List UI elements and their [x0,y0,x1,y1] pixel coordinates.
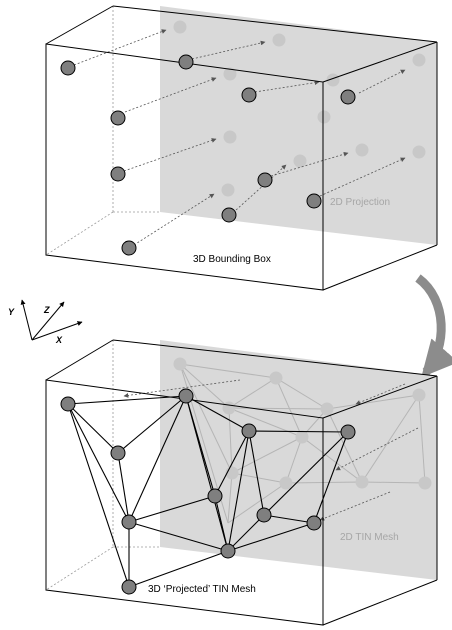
node-3d [221,207,237,223]
axes-indicator [20,299,83,341]
node-3d [306,193,322,209]
projection-arrow [235,164,287,211]
top-box-back-edges [45,6,160,256]
tin-3d-node [60,396,76,412]
projected-node [412,145,426,159]
tin-2d-node [173,357,187,371]
node-3d [257,172,273,188]
projection-arrow [358,69,406,94]
projected-node [223,67,237,81]
back-projection-arrow [335,427,419,471]
projected-node [317,110,331,124]
tin-3d-node [256,507,272,523]
axis-label-x: X [55,335,63,345]
tin-2d-node [412,388,426,402]
projection-arrow [270,151,349,177]
bottom-3d-tin-nodes [60,388,356,595]
projection-arrow [319,157,406,197]
back-projection-arrow [355,383,406,405]
top-box-label: 3D Bounding Box [193,254,271,265]
top-3d-nodes [60,54,356,256]
tin-3d-node [110,445,126,461]
node-3d [110,110,126,126]
tin-2d-node [269,371,283,385]
projected-node [293,154,307,168]
node-3d [110,166,126,182]
back-projection-arrow [319,491,391,521]
node-3d [60,60,76,76]
projected-node [412,53,426,67]
z-axis-arrow [31,301,65,341]
projection-arrow [73,29,167,66]
node-3d [121,240,137,256]
top-plane-label: 2D Projection [330,197,390,208]
y-axis-arrow [20,299,33,341]
node-3d [178,54,194,70]
projected-node [173,20,187,34]
bottom-2d-tin-edges [179,363,426,524]
projection-arrow [191,40,266,60]
projection-arrow [124,77,217,113]
bottom-plane-label: 2D TIN Mesh [340,532,399,543]
tin-2d-node [295,430,309,444]
projection-arrow [254,80,320,93]
tin-2d-node [418,476,432,490]
tin-3d-node [306,515,322,531]
projected-node [272,33,286,47]
tin-3d-node [121,514,137,530]
projected-node [223,130,237,144]
bottom-panel: 2D TIN Mesh 3D ‘Projected’ TIN Mesh [45,339,438,626]
tin-2d-node [279,476,293,490]
tin-3d-node [241,423,257,439]
top-projection-arrows [73,29,406,246]
node-3d [241,87,257,103]
tin-3d-node [207,488,223,504]
tin-2d-node [320,402,334,416]
top-box-front [45,5,438,291]
projected-node [221,183,235,197]
bottom-tin-plane [160,340,437,580]
x-axis-arrow [31,321,83,341]
tin-3d-node [220,543,236,559]
top-panel: 2D Projection 3D Bounding Box [45,5,438,291]
top-projection-plane [160,6,437,245]
bottom-box-front [45,339,438,626]
tin-2d-node [355,475,369,489]
axis-label-z: Z [43,305,50,315]
transition-arrow [415,274,452,378]
top-projected-nodes [173,20,426,197]
tin-2d-node [225,466,239,480]
projection-arrow [123,138,217,172]
bottom-box-label: 3D ‘Projected’ TIN Mesh [148,584,256,595]
projected-node [355,143,369,157]
bottom-box-back-edges [45,340,160,591]
node-3d [340,89,356,105]
tin-3d-node [121,579,137,595]
bottom-3d-tin-edges [67,395,349,588]
axis-label-y: Y [8,307,15,317]
tin-3d-node [340,424,356,440]
tin-3d-node [178,388,194,404]
tin-2d-node [222,401,236,415]
